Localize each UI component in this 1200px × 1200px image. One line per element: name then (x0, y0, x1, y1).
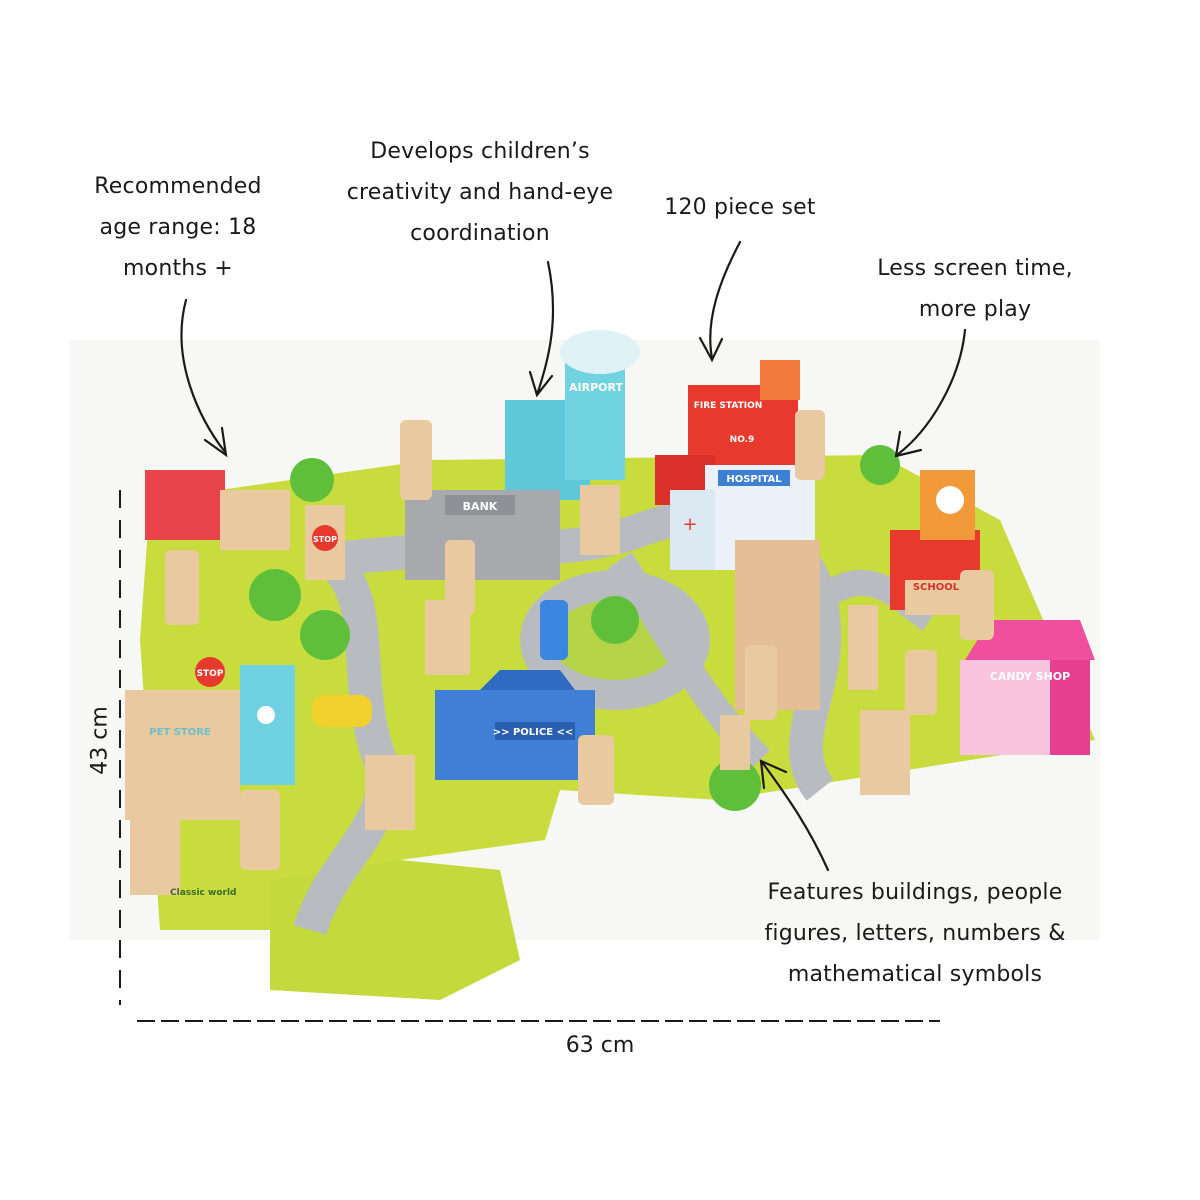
height-dimension-label: 43 cm (87, 706, 113, 775)
fire-station-number: NO.9 (730, 435, 755, 445)
arrowhead-icon (759, 759, 788, 790)
figure (445, 540, 475, 615)
callout-line: mathematical symbols (787, 962, 1043, 987)
pet-store-sign: PET STORE (149, 727, 211, 738)
tree (591, 596, 639, 644)
figure (165, 550, 199, 625)
arrow-screen (895, 328, 967, 457)
traffic-light-block (720, 715, 750, 770)
callout-line: Develops children’s (370, 139, 590, 164)
arrowhead-icon (528, 370, 554, 398)
callout-line: months + (123, 256, 233, 281)
stop-sign-text: STOP (313, 535, 337, 544)
tree (249, 569, 301, 621)
paw-icon (257, 706, 275, 724)
corner-shop-building (145, 470, 290, 550)
bank-sign: BANK (463, 500, 498, 513)
arrow-pieces (709, 240, 742, 360)
arrow-develops (536, 260, 555, 394)
candy-shop-sign: CANDY SHOP (990, 670, 1070, 683)
callout-line: Features buildings, people (767, 880, 1063, 905)
red-cross-icon: + (682, 514, 697, 535)
hospital-sign: HOSPITAL (726, 474, 782, 485)
figure (795, 410, 825, 480)
tree (290, 458, 334, 502)
stop-signs: STOP STOP (195, 505, 345, 687)
airplane-icon (560, 330, 640, 374)
people-figures (165, 410, 994, 870)
callout-line: creativity and hand-eye (346, 180, 614, 205)
figure (400, 420, 432, 500)
callout-piece-count: 120 piece set (630, 187, 850, 228)
airport-building: AIRPORT (505, 330, 640, 500)
police-building: >> POLICE << (435, 600, 595, 780)
callout-line: Recommended (94, 174, 262, 199)
callout-screen-time: Less screen time, more play (850, 248, 1100, 330)
block (848, 605, 878, 690)
pet-store-building: PET STORE (125, 665, 295, 820)
block (130, 815, 180, 895)
arrow-age (180, 298, 227, 454)
stop-sign-text: STOP (197, 669, 224, 679)
stop-sign (195, 657, 225, 687)
brand-logo: Classic world (170, 888, 237, 898)
bank-building: BANK (405, 490, 560, 580)
callout-develops: Develops children’s creativity and hand-… (320, 131, 640, 254)
figure (240, 790, 280, 870)
callout-line: figures, letters, numbers & (764, 921, 1066, 946)
callout-age-range: Recommended age range: 18 months + (40, 166, 316, 289)
callout-line: 120 piece set (664, 195, 816, 220)
tree (709, 759, 761, 811)
loose-puzzle-piece (270, 860, 520, 1000)
lamp-block (860, 710, 910, 795)
width-dimension-label: 63 cm (565, 1033, 635, 1058)
clock-icon (936, 486, 964, 514)
figure (960, 570, 994, 640)
candy-shop-building: CANDY SHOP (960, 620, 1095, 755)
arrowhead-icon (894, 430, 923, 458)
traffic-light-block (580, 485, 620, 555)
callout-line: Less screen time, (877, 256, 1073, 281)
arrow-features (760, 760, 830, 872)
callout-line: age range: 18 (99, 215, 257, 240)
callout-line: more play (918, 297, 1032, 322)
fire-station-sign: FIRE STATION (694, 401, 763, 411)
callout-arrows (180, 240, 967, 872)
figure (905, 650, 937, 715)
school-sign: SCHOOL (913, 582, 960, 593)
police-sign: >> POLICE << (493, 727, 574, 738)
toy-car (540, 600, 568, 660)
arrowhead-icon (203, 426, 228, 458)
callout-features: Features buildings, people figures, lett… (730, 872, 1100, 995)
airport-sign: AIRPORT (569, 381, 623, 394)
trees (249, 445, 900, 811)
callout-line: coordination (410, 221, 550, 246)
traffic-light-block (365, 755, 415, 830)
tree (300, 610, 350, 660)
tree (860, 445, 900, 485)
stop-sign (312, 525, 338, 551)
police-figure (578, 735, 614, 805)
figure (745, 645, 777, 720)
yellow-toy-car (312, 695, 372, 727)
arrowhead-icon (698, 336, 724, 363)
